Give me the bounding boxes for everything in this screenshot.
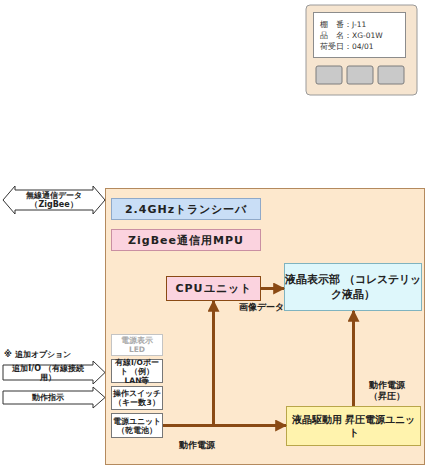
node-text: 電源表示 LED: [112, 336, 162, 354]
node-text: 有線I/Oポート （例）LAN等: [112, 358, 162, 385]
process-box: ZigBee通信用MPU: [111, 229, 261, 251]
edge-label: 動作電源: [172, 440, 222, 451]
node-text: 荷受日：04/01: [320, 41, 383, 52]
node-text: CPUユニット: [175, 281, 251, 296]
node-text: 品 名：XG-01W: [320, 30, 383, 41]
device-button: [316, 66, 342, 84]
node-text: 電源ユニット （乾電池）: [112, 417, 162, 435]
device-enclosure: 2.4GHzトランシーバ ZigBee通信用MPU CPUユニット 液晶表示部 （コレ…: [105, 188, 425, 465]
arrow-shape: [3, 387, 105, 408]
node-text: 液晶駆動用 昇圧電源ユニット: [287, 413, 420, 439]
process-box: CPUユニット: [166, 276, 261, 301]
component-box: 電源表示 LED: [111, 334, 163, 356]
process-box: 液晶駆動用 昇圧電源ユニット: [286, 406, 421, 446]
node-text: 動作指示: [32, 393, 64, 402]
block-arrow: 無線通信データ （ZigBee）: [3, 186, 105, 214]
device-button: [378, 66, 404, 84]
arrow-shape: [3, 186, 105, 214]
node-text: ZigBee通信用MPU: [128, 233, 244, 248]
node-text: 追加I/O （有線接続用）: [5, 364, 91, 382]
device-button: [347, 66, 373, 84]
display-screen: 棚 番：J-11品 名：XG-01W荷受日：04/01: [313, 12, 406, 58]
component-box: 電源ユニット （乾電池）: [111, 413, 163, 438]
block-arrow: 動作指示: [3, 387, 105, 408]
component-box: 操作スイッチ （キー数3）: [111, 386, 163, 410]
component-box: 有線I/Oポート （例）LAN等: [111, 359, 163, 383]
node-text: 棚 番：J-11: [320, 19, 383, 30]
arrow-shape: [3, 361, 105, 384]
node-text: 液晶表示部 （コレステリック液晶）: [285, 272, 421, 302]
node-text: 2.4GHzトランシーバ: [125, 202, 247, 217]
device-body: [306, 5, 417, 95]
block-arrow: 追加I/O （有線接続用）: [3, 361, 105, 384]
process-box: 液晶表示部 （コレステリック液晶）: [284, 263, 422, 311]
note-label: ※ 追加オプション: [4, 350, 104, 360]
node-text: 無線通信データ （ZigBee）: [17, 191, 91, 209]
process-box: 2.4GHzトランシーバ: [111, 198, 261, 220]
edge-label: 画像データ: [234, 302, 288, 313]
node-text: 操作スイッチ （キー数3）: [112, 389, 162, 407]
edge-label: 動作電源 （昇圧）: [362, 380, 412, 402]
